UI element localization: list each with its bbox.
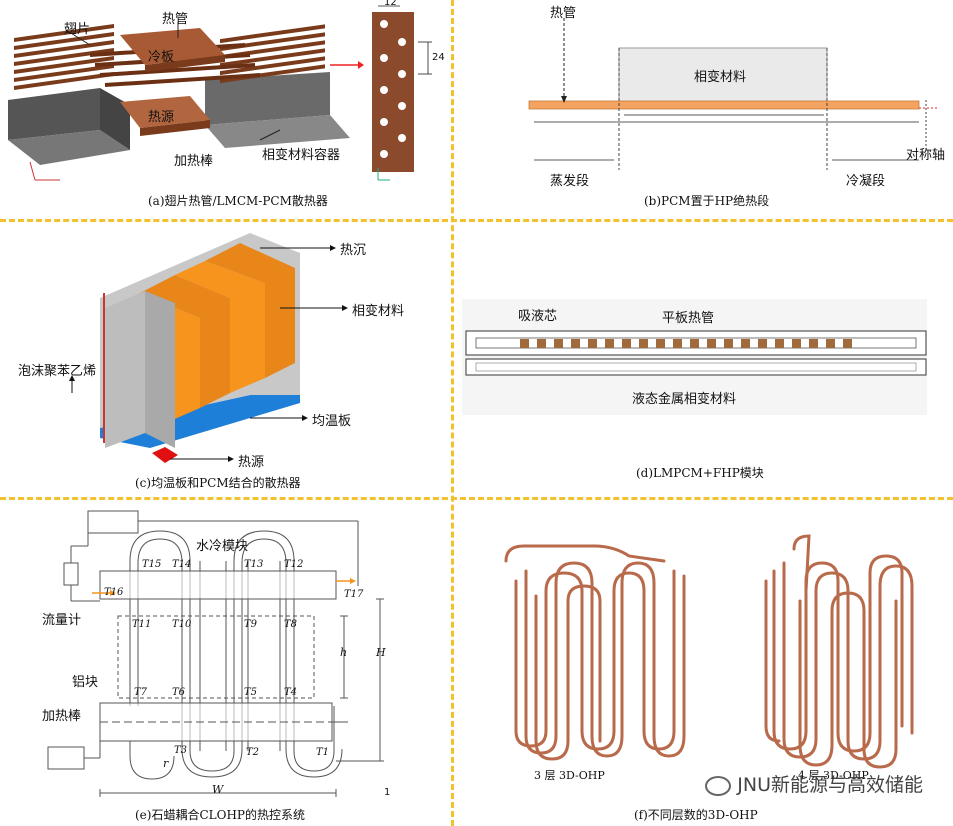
label-cold-plate: 冷板 [148,50,175,65]
label-b-condenser: 冷凝段 [846,174,886,189]
wick-block [843,339,852,348]
watermark: JNU新能源与高效储能 [705,770,923,797]
panel-e-drawing [47,510,384,797]
label-b-evaporator: 蒸发段 [550,174,590,189]
caption-a: (a)翅片热管/LMCM-PCM散热器 [148,194,328,208]
thermocouple-label: T7 [134,687,148,698]
label-e-H: H [376,646,386,659]
label-d-wick: 吸液芯 [518,309,558,324]
wick-block [707,339,716,348]
label-e-W: W [212,783,224,796]
thermocouple-label: T14 [172,559,192,570]
label-dim-side: 24 [432,52,445,63]
thermocouple-label: T1 [316,747,330,758]
wick-block [639,339,648,348]
label-c-pcm: 相变材料 [352,304,405,319]
label-heat-source: 热源 [148,110,175,125]
wick-block [554,339,563,348]
wick-block [724,339,733,348]
panel-c: 热沉 相变材料 泡沫聚苯乙烯 均温板 热源 (c)均温板和PCM结合的散热器 [0,223,450,495]
wick-block [571,339,580,348]
label-e-water-module: 水冷模块 [196,539,249,554]
caption-d: (d)LMPCM+FHP模块 [636,466,764,480]
label-e-flowmeter: 流量计 [42,613,82,628]
wick-block [775,339,784,348]
label-e-r: r [163,757,169,770]
wick-block [656,339,665,348]
label-e-al-block: 铝块 [72,675,99,690]
thermocouple-label: T12 [284,559,304,570]
label-b-axis: 对称轴 [906,148,946,163]
caption-b: (b)PCM置于HP绝热段 [644,194,770,208]
label-fin: 翅片 [64,22,91,37]
panel-f: 3 层 3D-OHP 4 层 3D-OHP (f)不同层数的3D-OHP [454,501,953,826]
panel-a: 翅片 热管 冷板 热源 加热棒 相变材料容器 12 24 (a)翅片热管/LMC… [0,0,450,218]
divider-horizontal-2 [0,497,953,500]
panel-b-drawing [528,18,939,170]
wechat-icon [705,775,732,796]
label-c-foam: 泡沫聚苯乙烯 [18,364,97,379]
label-e-one: 1 [384,787,391,798]
panel-d-drawing [462,299,927,415]
label-f-layer4: 4 层 3D-OHP [798,769,869,782]
label-c-vapor-chamber: 均温板 [312,414,352,429]
wick-block [622,339,631,348]
label-d-flat-hp: 平板热管 [662,311,715,326]
wick-block [690,339,699,348]
thermocouple-label: T13 [244,559,264,570]
wick-block [588,339,597,348]
label-f-layer3: 3 层 3D-OHP [534,769,605,782]
label-c-heat-sink: 热沉 [340,243,367,258]
thermocouple-label: T10 [172,619,192,630]
wick-block [520,339,529,348]
label-heat-pipe: 热管 [162,12,189,27]
label-b-pcm: 相变材料 [694,70,747,85]
wick-block [537,339,546,348]
label-e-h: h [340,646,348,659]
panel-b: 热管 相变材料 对称轴 蒸发段 冷凝段 (b)PCM置于HP绝热段 [454,0,953,218]
thermocouple-label: T3 [174,745,188,756]
label-pcm-container: 相变材料容器 [262,148,341,163]
thermocouple-label: T2 [246,747,260,758]
wick-block [758,339,767,348]
caption-e: (e)石蜡耦合CLOHP的热控系统 [135,808,305,822]
panel-c-drawing [69,233,348,463]
wick-block [792,339,801,348]
wick-block [605,339,614,348]
caption-c: (c)均温板和PCM结合的散热器 [135,476,301,490]
label-dim-top: 12 [384,0,397,8]
thermocouple-label: T16 [104,587,124,598]
panel-f-drawing [504,534,914,769]
thermocouple-label: T15 [142,559,162,570]
panel-d: 吸液芯 平板热管 液态金属相变材料 (d)LMPCM+FHP模块 [454,223,953,495]
thermocouple-label: T8 [284,619,298,630]
thermocouple-label: T4 [284,687,298,698]
thermocouple-label: T6 [172,687,186,698]
wick-block [809,339,818,348]
wick-block [826,339,835,348]
divider-vertical [451,0,454,826]
panel-a-drawing [8,5,432,181]
wick-block [673,339,682,348]
watermark-text: JNU新能源与高效储能 [737,774,923,796]
label-b-heat-pipe: 热管 [550,6,577,21]
label-heater-rod: 加热棒 [172,150,216,169]
caption-f: (f)不同层数的3D-OHP [634,808,758,822]
thermocouple-label: T17 [344,589,364,600]
label-c-heat-source: 热源 [238,455,265,470]
thermocouple-label: T11 [132,619,152,630]
thermocouple-label: T5 [244,687,258,698]
wick-block [741,339,750,348]
divider-horizontal-1 [0,219,953,222]
label-d-lm-pcm: 液态金属相变材料 [632,392,737,407]
label-e-heater-rod: 加热棒 [42,709,82,724]
thermocouple-label: T9 [244,619,258,630]
